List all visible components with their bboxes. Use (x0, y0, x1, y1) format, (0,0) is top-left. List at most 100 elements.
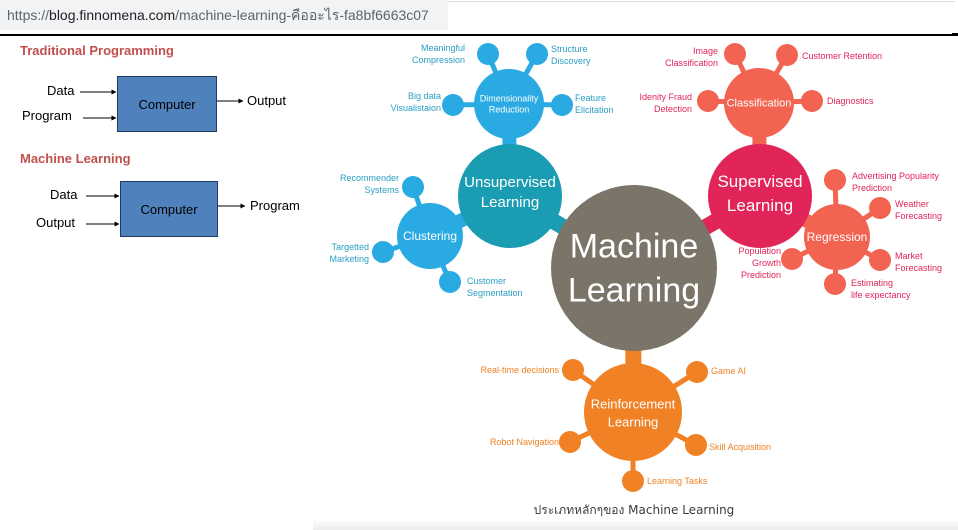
mindmap-nodes (372, 43, 891, 492)
address-bar[interactable]: https://blog.finnomena.com/machine-learn… (0, 0, 448, 30)
reinforcement-application-node (562, 359, 584, 381)
reinforcement-application-label: Skill Acquisition (709, 442, 771, 452)
regression-application-label-line: Population (738, 246, 781, 256)
dimensionality-reduction-application-label-line: Meaningful (421, 43, 465, 53)
unsupervised-learning-node (458, 144, 562, 248)
url-host: blog.finnomena.com (49, 7, 176, 23)
machine-learning-node (551, 185, 717, 351)
reinforcement-application-node (686, 361, 708, 383)
classification-label: Classification (727, 98, 792, 110)
url-scheme: https:// (7, 7, 50, 23)
regression-node (804, 204, 870, 270)
regression-application-label-line: Estimating (851, 278, 893, 288)
output-label: Output (247, 93, 287, 108)
regression-application-label-line: Prediction (741, 270, 781, 280)
dimensionality-reduction-application-label-line: Visualistaion (391, 103, 441, 113)
reinforcement-application-node (559, 431, 581, 453)
flow-arrows (80, 89, 246, 227)
top-border (448, 1, 955, 2)
horizontal-divider-end (952, 33, 958, 36)
dimensionality-reduction-application-label-line: Elicitation (575, 105, 614, 115)
machine-learning-label-line: Machine (570, 228, 699, 266)
regression-application-label-line: Market (895, 251, 923, 261)
input-label: Data (50, 187, 78, 202)
dimensionality-reduction-application-node (551, 94, 573, 116)
figure-caption: ประเภทหลักๆของ Machine Learning (533, 503, 735, 517)
output-label: Program (250, 198, 300, 213)
diagram-title: Machine Learning (20, 151, 131, 166)
reinforcement-application-label-line: Learning Tasks (647, 476, 708, 486)
clustering-application-label-line: Segmentation (467, 288, 523, 298)
reinforcement-application-label: Learning Tasks (647, 476, 708, 486)
clustering-application-node (372, 241, 394, 263)
classification-application-label-line: Detection (654, 104, 692, 114)
dimensionality-reduction-application-label-line: Feature (575, 93, 606, 103)
classification-application-label: Diagnostics (827, 96, 874, 106)
clustering-label-line: Clustering (403, 229, 457, 243)
computer-label: Computer (140, 201, 198, 217)
classification-label-line: Classification (727, 98, 792, 110)
url-path: /machine-learning-คืออะไร-fa8bf6663c07 (175, 7, 429, 23)
regression-label-line: Regression (807, 230, 868, 244)
dimensionality-reduction-application-node (526, 43, 548, 65)
reinforcement-learning-label-line: Reinforcement (591, 396, 676, 411)
regression-application-label-line: Weather (895, 199, 929, 209)
dimensionality-reduction-application-node (477, 43, 499, 65)
dimensionality-reduction-application-node (442, 94, 464, 116)
dimensionality-reduction-application-label-line: Compression (412, 55, 465, 65)
classification-node (724, 68, 794, 138)
clustering-application-label-line: Customer (467, 276, 506, 286)
horizontal-divider (0, 34, 956, 36)
regression-application-label-line: Prediction (852, 183, 892, 193)
dimensionality-reduction-node (474, 69, 544, 139)
dimensionality-reduction-application-label-line: Discovery (551, 56, 591, 66)
regression-application-node (869, 249, 891, 271)
reinforcement-application-label: Real-time decisions (480, 365, 559, 375)
diagram-title: Traditional Programming (20, 43, 174, 58)
input-label: Output (36, 215, 76, 230)
regression-application-label-line: Advertising Popularity (852, 171, 940, 181)
clustering-label: Clustering (403, 229, 457, 243)
bottom-shadow (313, 521, 958, 530)
supervised-learning-node (708, 144, 812, 248)
computer-label: Computer (138, 96, 196, 112)
reinforcement-application-label-line: Real-time decisions (480, 365, 559, 375)
dimensionality-reduction-application-label-line: Big data (408, 91, 441, 101)
unsupervised-learning-label-line: Unsupervised (464, 174, 556, 191)
dimensionality-reduction-label-line: Reduction (489, 105, 530, 115)
regression-application-node (824, 169, 846, 191)
supervised-learning-label-line: Supervised (717, 172, 802, 191)
regression-application-label-line: Forecasting (895, 211, 942, 221)
clustering-application-label-line: Marketing (329, 254, 369, 264)
computer-box: Computer (117, 76, 217, 132)
reinforcement-learning-node (584, 363, 682, 461)
input-label: Data (47, 83, 75, 98)
reinforcement-application-label-line: Robot Navigation (490, 437, 559, 447)
regression-application-label-line: Growth (752, 258, 781, 268)
regression-application-node (824, 273, 846, 295)
clustering-node (397, 203, 463, 269)
classification-application-node (801, 90, 823, 112)
classification-application-label-line: Diagnostics (827, 96, 874, 106)
clustering-application-node (439, 271, 461, 293)
classification-application-node (724, 43, 746, 65)
regression-application-node (781, 248, 803, 270)
supervised-learning-label-line: Learning (727, 196, 793, 215)
computer-box: Computer (120, 181, 218, 237)
reinforcement-application-node (622, 470, 644, 492)
